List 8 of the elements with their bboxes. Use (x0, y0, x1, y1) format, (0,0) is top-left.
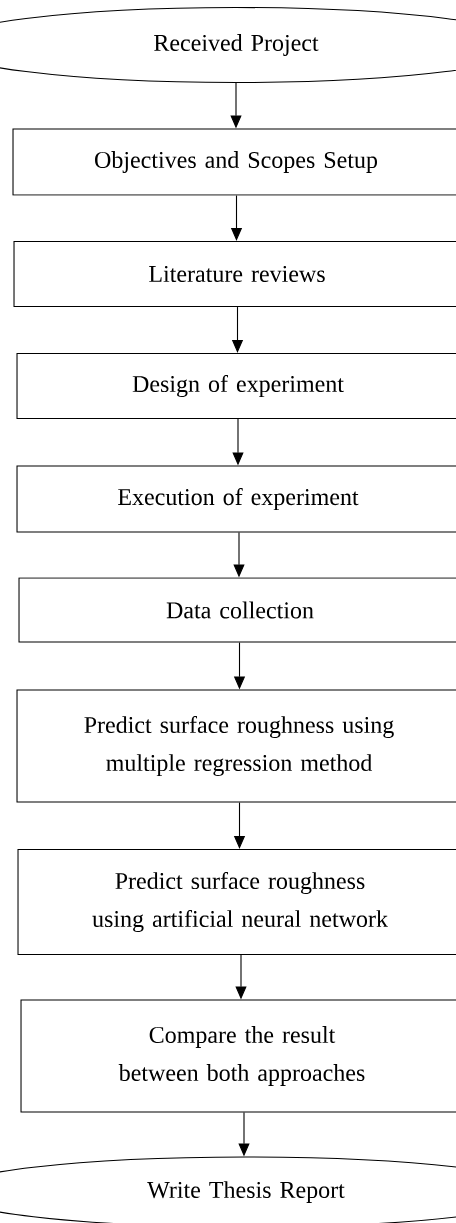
process-box: Compare the result between both approaches (20, 999, 456, 1113)
process-box: Execution of experiment (16, 465, 456, 533)
process-box: Data collection (18, 577, 456, 643)
process-box: Literature reviews (13, 240, 456, 308)
process-box: Objectives and Scopes Setup (12, 128, 456, 196)
process-box: Design of experiment (16, 352, 456, 420)
process-box: Predict surface roughness using artificial neural network (17, 848, 456, 956)
process-box: Predict surface roughness using multiple regression method (16, 689, 456, 803)
